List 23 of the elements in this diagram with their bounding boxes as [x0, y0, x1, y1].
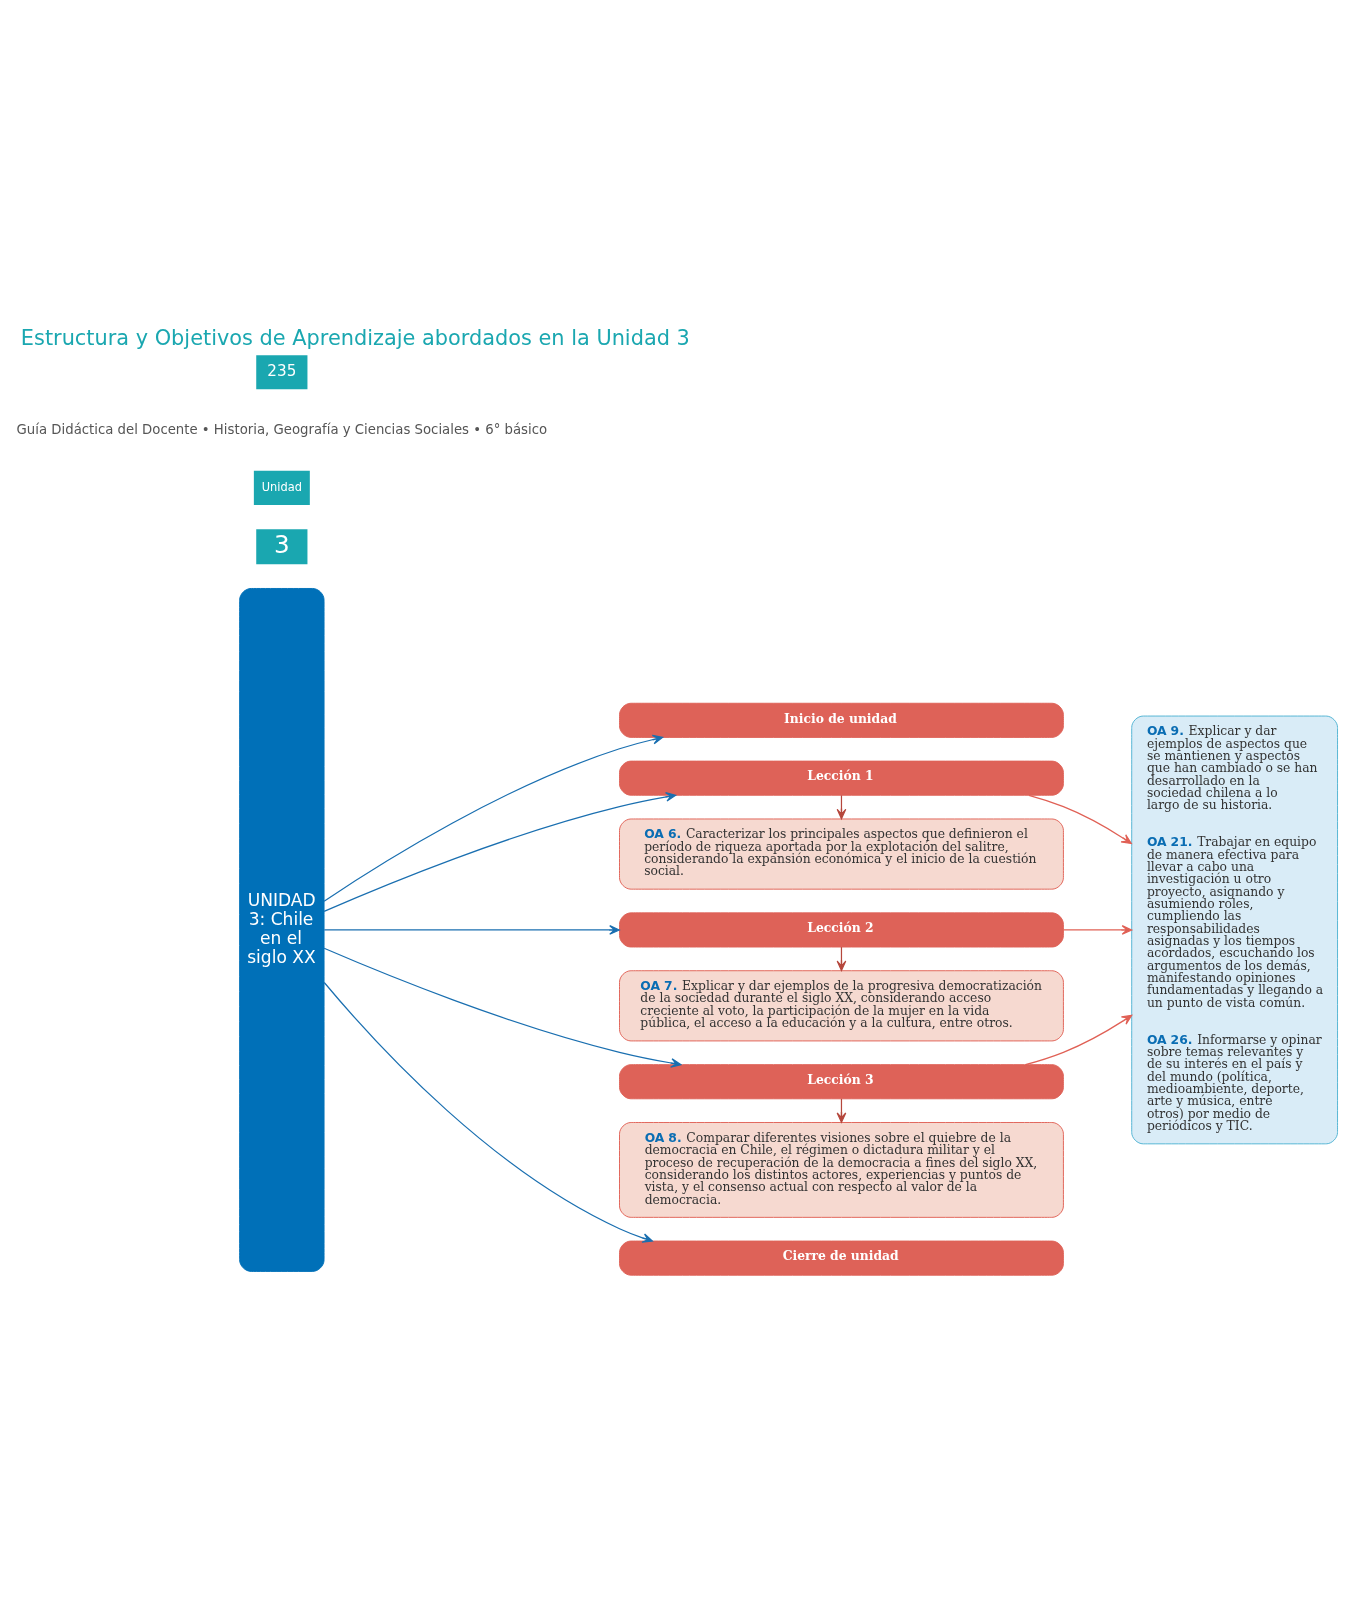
node-box: Lección 3 — [619, 1064, 1064, 1100]
node-box: OA 9. Explicar y dar ejemplos de aspectos que se mantienen y aspectos que han cambiado o se han desarrollado en la sociedad chilena a lo largo de su historia. OA 21. Trabajar en equipo de manera efectiva para llevar a cabo una investigación u otro proyecto, asignando y asumiendo roles, cumpliendo las responsabilidades asignadas y los tiempos acordados, escuchando los argumentos de los demás, manifestando opiniones fundamentadas y llegando a un punto de vista común. OA 26. Informarse y opinar sobre temas relevantes y de su interés en el país y del mundo (política, medioambiente, deporte, arte y música, entre otros) por medio de periódicos y TIC. — [1131, 715, 1338, 1145]
arrow — [1028, 794, 1132, 845]
arrow — [323, 734, 664, 902]
label: 235 — [267, 361, 297, 380]
node-box: Cierre de unidad — [619, 1240, 1064, 1276]
arrow — [1024, 1014, 1133, 1066]
label: 3 — [274, 529, 290, 559]
arrow — [1062, 925, 1133, 935]
label: Guía Didáctica del Docente • Historia, Geografía y Ciencias Sociales • 6° básico — [16, 421, 548, 437]
node-box: OA 6. Caracterizar los principales aspectos que definieron el período de riqueza aportada por la explotación del salitre, considerando la expansión económica y el inicio de la cuestión social. — [619, 818, 1064, 890]
node-box: Lección 1 — [619, 760, 1064, 796]
diagram-title: Estructura y Objetivos de Aprendizaje abordados en la Unidad 3 — [20, 326, 690, 351]
node-box: OA 7. Explicar y dar ejemplos de la progresiva democratización de la sociedad durante el siglo XX, considerando acceso creciente al voto, la participación de la mujer en la vida pública, el acceso a la educación y a la cultura, entre otros. — [619, 970, 1064, 1042]
arrow — [323, 981, 653, 1243]
node-box: UNIDAD 3: Chile en el siglo XX — [239, 588, 325, 1272]
node-box: Lección 2 — [619, 912, 1064, 948]
node-box: OA 8. Comparar diferentes visiones sobre el quiebre de la democracia en Chile, el régimen o dictadura militar y el proceso de recuperación de la democracia a fines del siglo XX, considerando los distintos actores, experiencias y puntos de vista, y el consenso actual con respecto al valor de la democracia. — [619, 1122, 1064, 1218]
arrow — [323, 925, 620, 935]
arrow — [323, 947, 682, 1068]
node-box: Inicio de unidad — [619, 702, 1064, 738]
arrow — [323, 792, 677, 912]
label: Unidad — [261, 479, 302, 494]
